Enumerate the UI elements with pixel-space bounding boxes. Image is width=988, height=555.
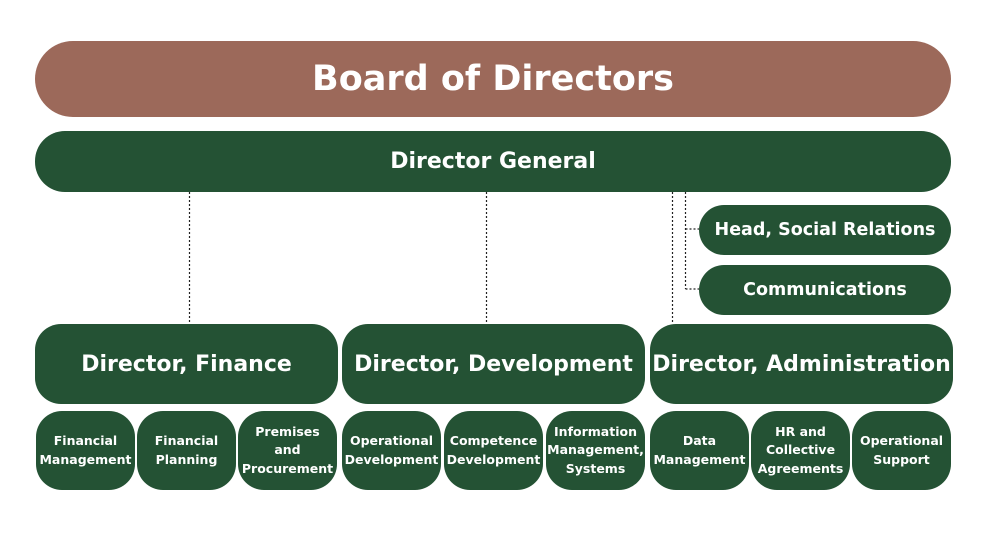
unit-label-line: Financial xyxy=(53,433,118,449)
unit-label-line: HR and xyxy=(775,424,826,440)
unit-label-line: Systems xyxy=(565,460,626,476)
unit-label-line: Management, xyxy=(547,442,644,458)
unit-data-management: Data Management xyxy=(650,411,749,490)
unit-hr-and-collective-agreements: HR and Collective Agreements xyxy=(751,411,850,490)
board-of-directors-label: Board of Directors xyxy=(312,59,674,99)
director-general-label: Director General xyxy=(390,149,596,174)
unit-label-line: Development xyxy=(344,451,439,467)
unit-label-line: Management xyxy=(653,451,746,467)
director-administration-box: Director, Administration xyxy=(650,324,953,404)
communications-box: Communications xyxy=(699,265,951,315)
director-finance-box: Director, Finance xyxy=(35,324,338,404)
unit-label-line: Operational xyxy=(349,433,434,449)
communications-label: Communications xyxy=(743,280,907,300)
unit-information-management-systems: Information Management, Systems xyxy=(546,411,645,490)
director-administration-label: Director, Administration xyxy=(652,351,951,377)
unit-label-line: Management xyxy=(39,451,132,467)
unit-label-line: Collective xyxy=(765,442,836,458)
unit-label-line: Support xyxy=(873,451,930,467)
director-development-box: Director, Development xyxy=(342,324,645,404)
unit-label-line: Development xyxy=(446,451,541,467)
director-finance-label: Director, Finance xyxy=(81,351,292,377)
board-of-directors-box: Board of Directors xyxy=(35,41,951,117)
director-general-box: Director General xyxy=(35,131,951,192)
unit-label-line: Procurement xyxy=(241,460,334,476)
unit-label-line: Financial xyxy=(154,433,219,449)
unit-competence-development: Competence Development xyxy=(444,411,543,490)
unit-label-line: Planning xyxy=(155,451,218,467)
director-development-label: Director, Development xyxy=(354,351,633,377)
unit-operational-development: Operational Development xyxy=(342,411,441,490)
unit-financial-planning: Financial Planning xyxy=(137,411,236,490)
unit-label-line: Premises and xyxy=(255,424,320,458)
unit-label-line: Operational xyxy=(859,433,944,449)
unit-premises-and-procurement: Premises and Procurement xyxy=(238,411,337,490)
unit-label-line: Data xyxy=(682,433,717,449)
head-social-relations-label: Head, Social Relations xyxy=(714,220,936,240)
unit-financial-management: Financial Management xyxy=(36,411,135,490)
unit-label-line: Information xyxy=(554,424,637,440)
unit-operational-support: Operational Support xyxy=(852,411,951,490)
head-social-relations-box: Head, Social Relations xyxy=(699,205,951,255)
unit-label-line: Agreements xyxy=(757,460,844,476)
unit-label-line: Competence xyxy=(449,433,538,449)
